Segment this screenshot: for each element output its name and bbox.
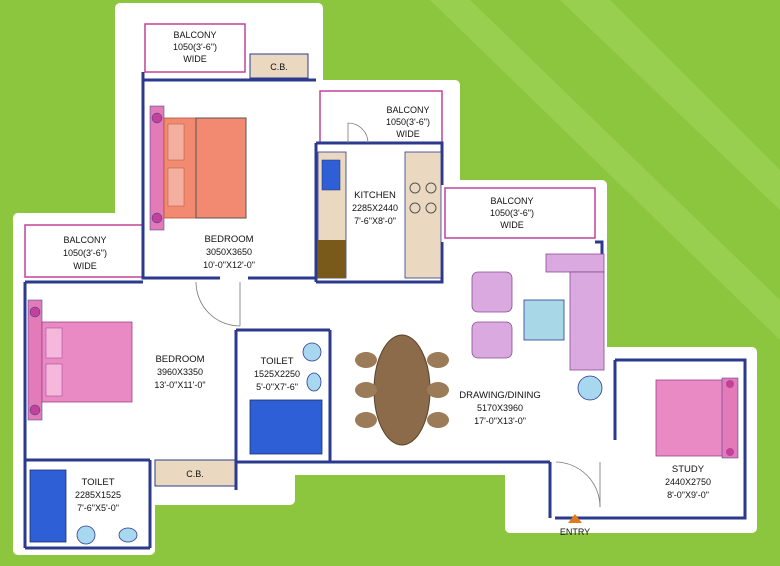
study-imperial: 8'-0"X9'-0" <box>667 490 709 500</box>
balcony-left-name: BALCONY <box>63 235 106 245</box>
kitchen-metric: 2285X2440 <box>352 203 398 213</box>
study-name: STUDY <box>672 464 705 475</box>
cb-top-label: C.B. <box>270 62 288 72</box>
cb-bottom-label: C.B. <box>186 469 204 479</box>
entry-arrow-icon <box>568 514 582 523</box>
toilet-left-metric: 2285X1525 <box>75 490 121 500</box>
floor-outline <box>13 3 757 555</box>
drawing-dining-metric: 5170X3960 <box>477 403 523 413</box>
background-stripes <box>430 0 780 340</box>
balcony-top-left-note: WIDE <box>183 54 207 64</box>
kitchen-name: KITCHEN <box>354 190 396 201</box>
bed-left <box>27 299 133 421</box>
kitchen-counters <box>317 151 442 279</box>
toilet-left-imperial: 7'-6"X5'-0" <box>77 503 119 513</box>
balcony-drawing-size: 1050(3'-6") <box>490 208 534 218</box>
toilet-mid-name: TOILET <box>260 356 293 367</box>
bed-study <box>655 377 739 459</box>
bedroom-left-imperial: 13'-0"X11'-0" <box>154 380 205 390</box>
room-labels: BALCONY 1050(3'-6") WIDE C.B. BALCONY 10… <box>63 30 711 537</box>
sofa-set <box>471 253 605 401</box>
kitchen-imperial: 7'-6"X8'-0" <box>354 216 396 226</box>
balcony-top-left-name: BALCONY <box>173 30 216 40</box>
walls <box>23 72 747 550</box>
bed-top <box>149 105 247 231</box>
drawing-dining-name: DRAWING/DINING <box>459 390 540 401</box>
bedroom-left-metric: 3960X3350 <box>157 367 203 377</box>
toilet-mid-fixtures <box>249 342 323 455</box>
balcony-kitchen-name: BALCONY <box>386 105 429 115</box>
balcony-left-note: WIDE <box>73 261 97 271</box>
bedroom-top-name: BEDROOM <box>204 234 253 245</box>
dining-table <box>355 334 449 446</box>
bedroom-top-imperial: 10'-0"X12'-0" <box>203 260 255 270</box>
toilet-left-fixtures <box>29 469 138 545</box>
toilet-mid-imperial: 5'-0"X7'-6" <box>256 382 298 392</box>
drawing-dining-imperial: 17'-0"X13'-0" <box>474 416 526 426</box>
balcony-top-left-size: 1050(3'-6") <box>173 42 217 52</box>
balcony-drawing-note: WIDE <box>500 220 524 230</box>
toilet-left-name: TOILET <box>81 477 114 488</box>
bedroom-left-name: BEDROOM <box>155 354 204 365</box>
balcony-left-size: 1050(3'-6") <box>63 248 107 258</box>
balcony-kitchen-note: WIDE <box>396 129 420 139</box>
entry-label: ENTRY <box>560 527 590 537</box>
balcony-drawing-name: BALCONY <box>490 196 533 206</box>
door-swings <box>195 122 601 508</box>
bedroom-top-metric: 3050X3650 <box>206 247 252 257</box>
balcony-rails <box>24 23 596 278</box>
cupboards <box>154 53 309 487</box>
study-metric: 2440X2750 <box>665 477 711 487</box>
toilet-mid-metric: 1525X2250 <box>254 369 300 379</box>
balcony-kitchen-size: 1050(3'-6") <box>386 117 430 127</box>
